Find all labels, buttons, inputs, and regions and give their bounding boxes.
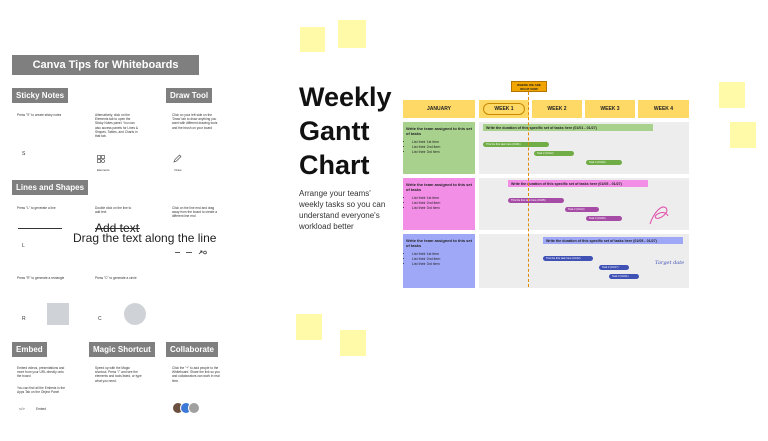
circle-key: C — [98, 316, 102, 322]
page-title: Weekly Gantt Chart — [299, 80, 392, 182]
sticky-note[interactable] — [296, 314, 322, 340]
embed-hint: Embed videos, presentations and more fro… — [17, 366, 65, 379]
now-line — [528, 92, 529, 287]
magic-shortcut-hint: Speed up with the Magic shortcut. Press … — [95, 366, 142, 383]
rectangle-hint: Press "R" to generate a rectangle — [17, 276, 65, 280]
circle-hint: Press "C" to generate a circle — [95, 276, 137, 280]
team-item: List their 2nd item — [412, 145, 472, 150]
duration-bar[interactable]: Write the duration of this specific set … — [543, 237, 683, 244]
gantt-row-label[interactable]: Write the team assigned to this set of t… — [403, 234, 475, 288]
line-end-icons[interactable] — [175, 243, 207, 255]
tips-title: Canva Tips for Whiteboards — [12, 55, 199, 75]
line-hint: Press "L" to generate a line — [17, 206, 56, 210]
embed-label: Embed — [12, 342, 47, 357]
collaborate-hint: Click the "+" to add people to the White… — [172, 366, 220, 383]
team-item: List their 3rd item — [412, 262, 472, 267]
gantt-chart: JANUARY WEEK 1 WEEK 2 WEEK 3 WEEK 4 Writ… — [403, 100, 689, 288]
task-bar[interactable]: Task 2 (01/12) — [565, 207, 599, 212]
team-item: List their 1st item — [412, 140, 472, 145]
draw-tool-label: Draw Tool — [166, 88, 213, 103]
team-item: List their 2nd item — [412, 201, 472, 206]
sticky-notes-hint: Press "S" to create sticky notes — [17, 113, 62, 117]
embed-icon-label: Embed — [36, 407, 47, 411]
lines-shapes-label: Lines and Shapes — [12, 180, 89, 195]
page-description: Arrange your teams' weekly tasks so you … — [299, 189, 386, 231]
gantt-header-week-3: WEEK 3 — [585, 100, 635, 118]
target-date-annotation: Target date — [655, 260, 685, 266]
avatar — [188, 402, 200, 414]
sticky-note[interactable] — [719, 82, 745, 108]
team-item: List their 2nd item — [412, 257, 472, 262]
sticky-notes-hint-2: Alternatively, click on the Elements tab… — [95, 113, 139, 139]
sticky-note[interactable] — [300, 27, 325, 52]
sticky-note[interactable] — [730, 122, 756, 148]
duration-bar[interactable]: Write the duration of this specific set … — [508, 180, 648, 187]
team-title: Write the team assigned to this set of t… — [406, 238, 472, 248]
drag-text-label[interactable]: Drag the text along the line — [73, 231, 217, 245]
embed-icon[interactable]: </> — [19, 406, 25, 411]
gantt-row-label[interactable]: Write the team assigned to this set of t… — [403, 178, 475, 230]
task-bar[interactable]: Task 3 (01/20) — [586, 160, 622, 165]
gantt-header-week-1: WEEK 1 — [479, 100, 529, 118]
sample-circle[interactable] — [124, 303, 146, 325]
magic-shortcut-label: Magic Shortcut — [89, 342, 155, 357]
team-item: List their 1st item — [412, 252, 472, 257]
team-item: List their 1st item — [412, 196, 472, 201]
sticky-notes-label: Sticky Notes — [12, 88, 69, 103]
now-marker[interactable]: WHERE WE ARE RIGHT NOW — [511, 81, 547, 92]
team-item: List their 3rd item — [412, 206, 472, 211]
embed-hint-2: You can find all the Embeds in the Apps … — [17, 386, 66, 395]
draw-tool-hint: Click on your left side on the 'Draw' ta… — [172, 113, 218, 130]
draw-icon[interactable]: Draw — [173, 150, 183, 172]
sample-line-with-text[interactable] — [95, 228, 140, 229]
collaborator-avatars[interactable] — [172, 402, 206, 416]
duration-bar[interactable]: Write the duration of this specific set … — [483, 124, 653, 131]
task-bar[interactable]: This the first task here (01/01) — [483, 142, 549, 147]
double-click-hint: Double click on the line to add text — [95, 206, 132, 215]
task-bar[interactable]: Task 2 (01/12) — [534, 151, 574, 156]
gantt-header-january: JANUARY — [403, 100, 475, 118]
add-text-label[interactable]: Add text — [95, 221, 140, 235]
sample-line[interactable] — [18, 228, 62, 229]
sample-rectangle[interactable] — [47, 303, 69, 325]
task-bar[interactable]: This the first task here (01/12) — [543, 256, 593, 261]
target-scribble-icon — [649, 206, 669, 225]
line-end-hint: Click on the line end and drag away from… — [172, 206, 218, 219]
line-key: L — [22, 243, 25, 249]
elements-icon[interactable]: Elements — [97, 150, 110, 172]
collaborate-label: Collaborate — [166, 342, 219, 357]
sticky-note[interactable] — [338, 20, 366, 48]
task-bar[interactable]: Task 3 (01/20) — [586, 216, 622, 221]
team-title: Write the team assigned to this set of t… — [406, 182, 472, 192]
task-bar[interactable]: This the first task here (01/05) — [508, 198, 564, 203]
gantt-header-week-4: WEEK 4 — [638, 100, 689, 118]
draw-icon-label: Draw — [174, 168, 182, 172]
title-line-3: Chart — [299, 150, 370, 180]
team-item: List their 3rd item — [412, 150, 472, 155]
week-1-highlight — [483, 103, 525, 115]
sticky-key: S — [22, 151, 26, 157]
rect-key: R — [22, 316, 26, 322]
team-title: Write the team assigned to this set of t… — [406, 126, 472, 136]
gantt-header-week-2: WEEK 2 — [532, 100, 582, 118]
title-line-2: Gantt — [299, 116, 370, 146]
elements-icon-label: Elements — [97, 168, 110, 172]
task-bar[interactable]: Task 3 (01/21) — [609, 274, 639, 279]
task-bar[interactable]: Task 2 (01/17) — [599, 265, 629, 270]
title-line-1: Weekly — [299, 82, 392, 112]
gantt-row-label[interactable]: Write the team assigned to this set of t… — [403, 122, 475, 174]
sticky-note[interactable] — [340, 330, 366, 356]
